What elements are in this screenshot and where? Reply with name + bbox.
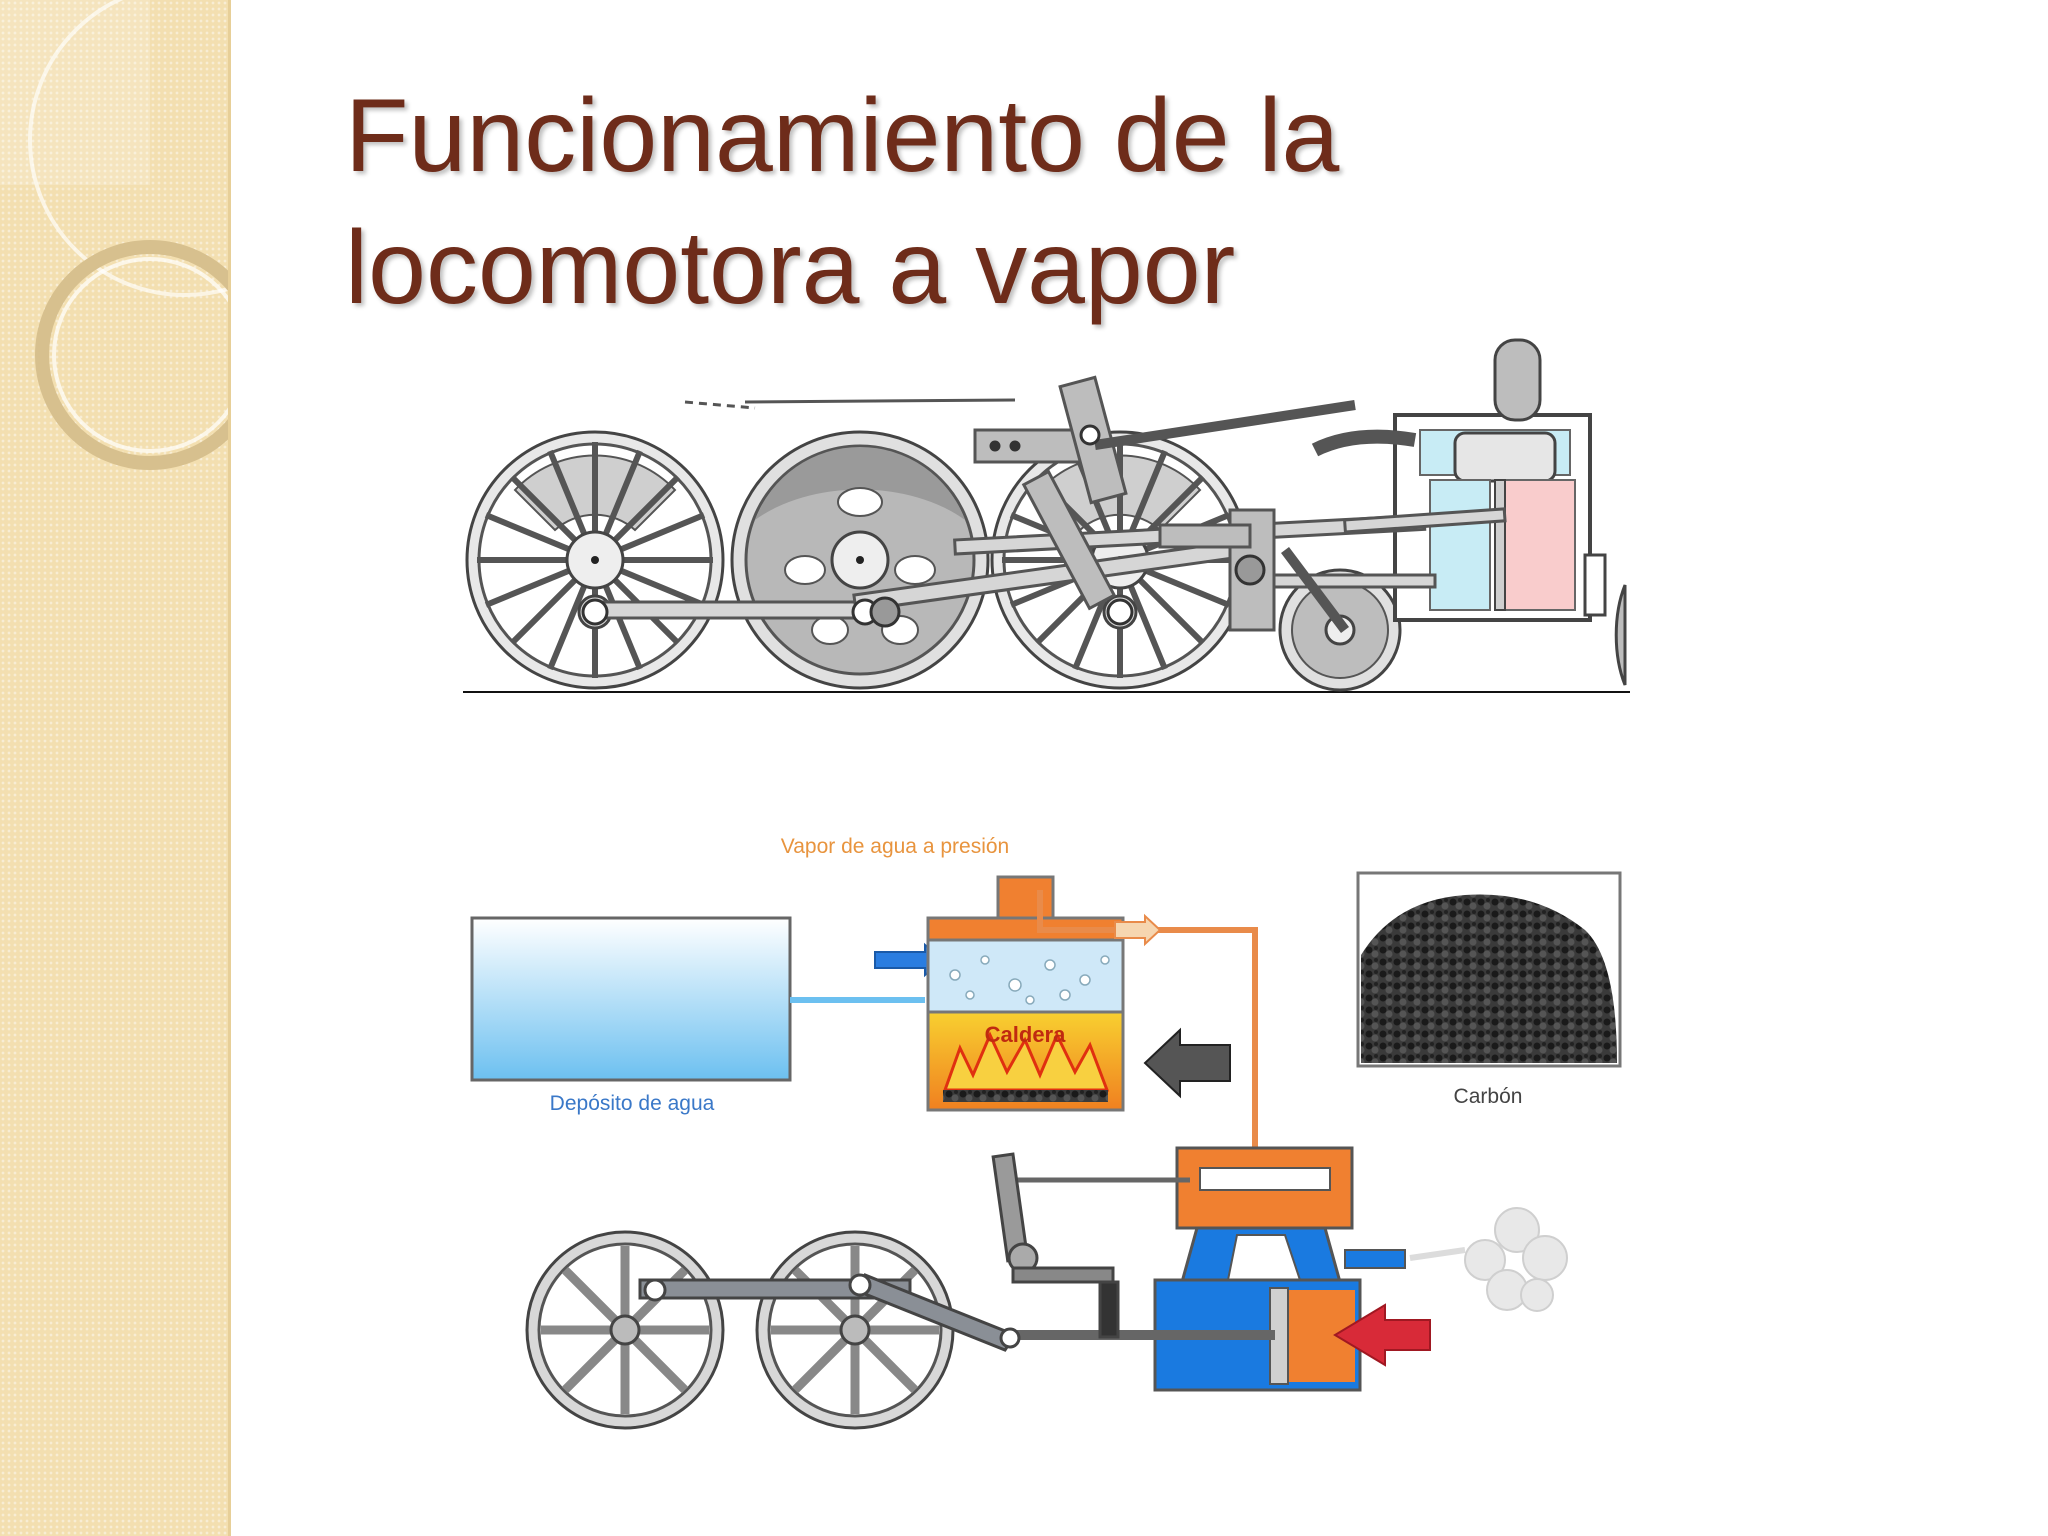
lower-connecting-rod xyxy=(638,1273,1021,1352)
piston-force-arrow xyxy=(1333,1303,1431,1367)
connecting-rods xyxy=(593,375,1507,633)
partial-wheel xyxy=(1614,584,1627,686)
coal-label: Carbón xyxy=(1454,1085,1523,1108)
driving-wheel-1 xyxy=(465,430,725,690)
driving-wheel-2 xyxy=(730,430,990,690)
lower-wheel-1 xyxy=(525,1230,725,1430)
steam-label: Vapor de agua a presión xyxy=(781,835,1009,858)
lower-wheel-2 xyxy=(755,1230,955,1430)
locomotive-running-gear-diagram xyxy=(463,338,1630,693)
title-line-2: locomotora a vapor xyxy=(345,210,1236,326)
water-tank xyxy=(470,916,792,1082)
title-line-1: Funcionamiento de la xyxy=(345,78,1340,194)
valve-lever xyxy=(991,1152,1190,1339)
exhaust-smoke-icon xyxy=(1409,1207,1568,1312)
coal-feed-arrow xyxy=(1143,1027,1231,1099)
fire-flames-icon xyxy=(942,1031,1110,1092)
water-tank-label: Depósito de agua xyxy=(550,1092,715,1115)
steam-engine-principle-diagram: Vapor de agua a presión Depósito de agua… xyxy=(470,835,1622,1430)
sidebar-circles-decoration xyxy=(0,0,228,470)
steam-cylinder xyxy=(1015,1146,1406,1392)
decorative-sidebar xyxy=(0,0,231,1536)
boiler: Caldera xyxy=(926,875,1125,1112)
boiler-label: Caldera xyxy=(985,1022,1066,1047)
steam-flow-arrow xyxy=(1114,913,1162,947)
crank-pins xyxy=(581,424,1266,628)
slide-title: Funcionamiento de la locomotora a vapor xyxy=(345,70,1645,334)
